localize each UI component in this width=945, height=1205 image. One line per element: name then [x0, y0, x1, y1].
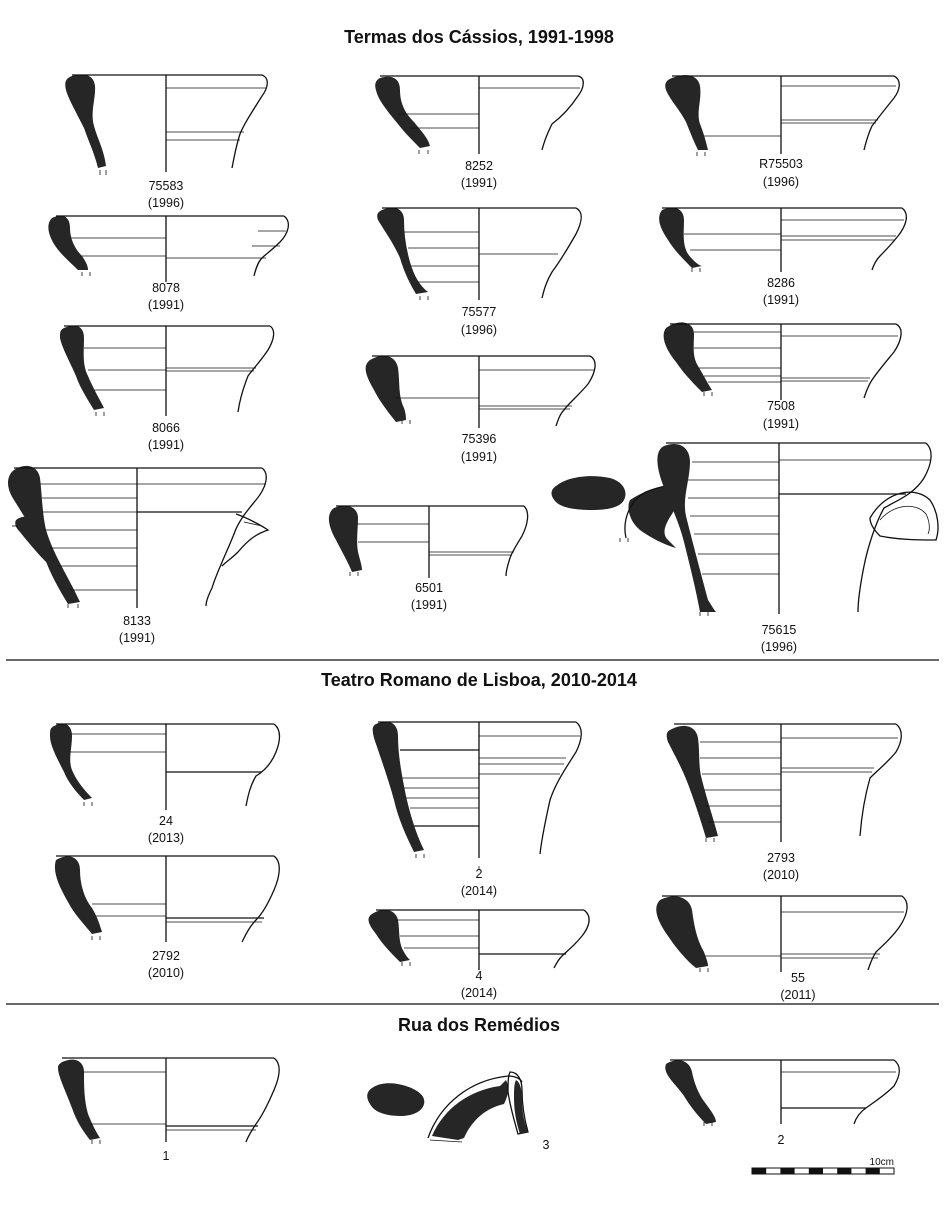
sherd-id-8078: 8078 — [152, 281, 180, 295]
section-title-termas: Termas dos Cássios, 1991-1998 — [344, 27, 614, 47]
sherd-year-8252: (1991) — [461, 176, 497, 190]
sherd-id-1-rua: 1 — [163, 1149, 170, 1163]
sherd-year-75577: (1996) — [461, 323, 497, 337]
sherd-drawing-8286 — [659, 207, 908, 272]
section-title-teatro: Teatro Romano de Lisboa, 2010-2014 — [321, 670, 637, 690]
scale-bar: 10cm — [751, 1157, 895, 1175]
sherd-id-7508: 7508 — [767, 399, 795, 413]
sherd-year-8286: (1991) — [763, 293, 799, 307]
sherd-drawing-2793 — [666, 723, 902, 842]
sherd-drawing-8066 — [60, 325, 275, 416]
sherd-drawing-R75503 — [665, 75, 900, 156]
sherd-year-75615: (1996) — [761, 640, 797, 654]
sherd-drawing-75396 — [365, 355, 596, 428]
sherd-drawing-2-rua — [665, 1059, 900, 1126]
sherd-id-8066: 8066 — [152, 421, 180, 435]
sherd-year-2-2014: (2014) — [461, 884, 497, 898]
sherd-drawing-2792 — [54, 855, 280, 943]
sherd-year-4: (2014) — [461, 986, 497, 1000]
sherd-drawing-55 — [656, 895, 908, 972]
sherd-year-75583: (1996) — [148, 196, 184, 210]
sherd-id-3-rua: 3 — [543, 1138, 550, 1152]
sherd-year-R75503: (1996) — [763, 175, 799, 189]
sherd-year-8133: (1991) — [119, 631, 155, 645]
sherd-drawing-75615 — [551, 442, 939, 616]
sherd-drawing-4 — [368, 909, 590, 970]
sherd-drawing-8078 — [48, 215, 290, 282]
sherd-year-24: (2013) — [148, 831, 184, 845]
sherd-id-2793: 2793 — [767, 851, 795, 865]
sherd-id-75583: 75583 — [149, 179, 184, 193]
sherd-id-75615: 75615 — [762, 623, 797, 637]
sherd-id-2-2014: 2 — [476, 867, 483, 881]
sherd-id-2-rua: 2 — [778, 1133, 785, 1147]
sherd-drawing-24 — [50, 723, 281, 810]
sherd-drawing-2-2014 — [372, 721, 582, 870]
section-title-rua: Rua dos Remédios — [398, 1015, 560, 1035]
sherd-id-4: 4 — [476, 969, 483, 983]
sherd-year-8066: (1991) — [148, 438, 184, 452]
sherd-id-8286: 8286 — [767, 276, 795, 290]
sherd-year-7508: (1991) — [763, 417, 799, 431]
sherd-year-55: (2011) — [780, 988, 815, 1002]
sherd-id-R75503: R75503 — [759, 157, 803, 171]
sherd-id-24: 24 — [159, 814, 173, 828]
sherd-drawing-6501 — [328, 505, 529, 578]
sherd-id-2792: 2792 — [152, 949, 180, 963]
sherd-drawing-8252 — [375, 75, 584, 154]
sherd-id-6501: 6501 — [415, 581, 443, 595]
sherd-year-2792: (2010) — [148, 966, 184, 980]
sherd-id-75396: 75396 — [462, 432, 497, 446]
sherd-drawing-8133 — [8, 465, 270, 608]
sherd-drawing-7508 — [663, 322, 902, 400]
sherd-year-75396: (1991) — [461, 450, 497, 464]
sherd-id-55: 55 — [791, 971, 805, 985]
sherd-year-2793: (2010) — [763, 868, 799, 882]
sherd-id-8252: 8252 — [465, 159, 493, 173]
sherd-drawing-75583 — [65, 74, 268, 175]
scale-bar-label: 10cm — [870, 1157, 894, 1168]
sherd-drawing-3-rua — [367, 1071, 529, 1143]
sherd-id-8133: 8133 — [123, 614, 151, 628]
sherd-drawing-1-rua — [58, 1057, 280, 1144]
sherd-year-8078: (1991) — [148, 298, 184, 312]
sherd-drawing-75577 — [377, 207, 582, 300]
sherd-id-75577: 75577 — [462, 305, 497, 319]
sherd-year-6501: (1991) — [411, 598, 447, 612]
